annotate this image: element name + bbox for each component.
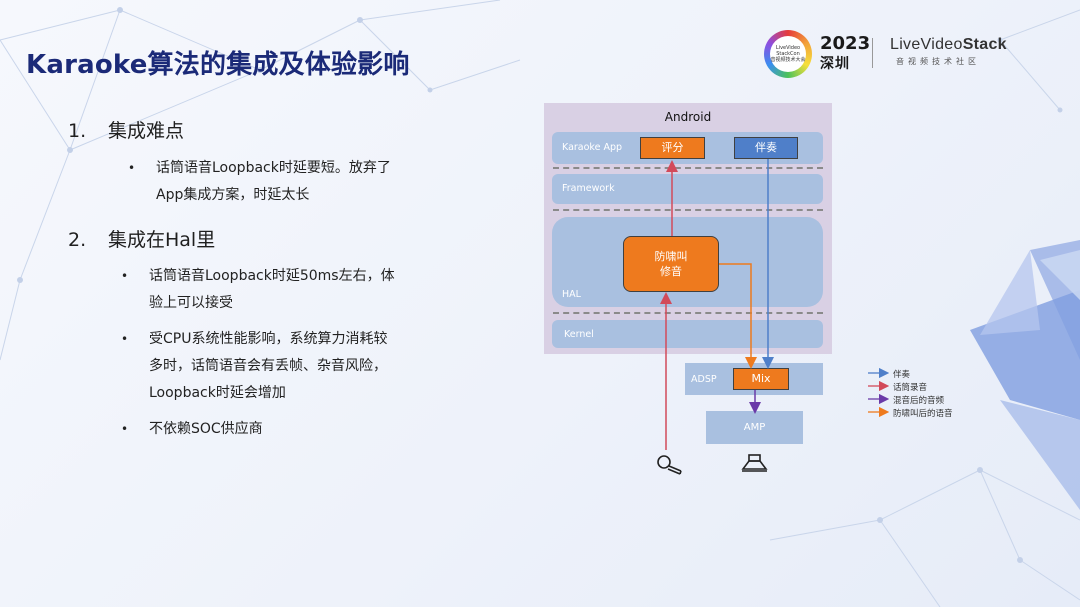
howl-box-line: 防啸叫 <box>654 250 688 263</box>
section-heading-2: 2. 集成在Hal里 <box>68 225 215 252</box>
bullet-item: • 不依赖SOC供应商 <box>121 416 263 443</box>
bullet-line: Loopback时延会增加 <box>149 385 286 401</box>
logo-badge-line: LiveVideo <box>775 45 801 51</box>
legend-label: 混音后的音频 <box>893 396 945 406</box>
layer-divider <box>553 167 823 169</box>
hal-to-mix-arrow <box>719 263 757 369</box>
layer-divider <box>553 312 823 314</box>
android-label: Android <box>664 110 712 124</box>
bullet-line: 话筒语音Loopback时延50ms左右，体 <box>149 268 395 284</box>
logo-badge-line: 音视频技术大会 <box>770 57 806 63</box>
logo-year: 2023 <box>820 33 871 54</box>
brand-subtitle: 音视频技术社区 <box>896 57 980 66</box>
bullet-dot: • <box>121 269 129 283</box>
section-title: 集成难点 <box>108 120 185 142</box>
legend-label: 防啸叫后的语音 <box>893 409 953 419</box>
layer-kernel <box>552 320 823 348</box>
bullet-line: 多时，话筒语音会有丢帧、杂音风险， <box>149 358 387 374</box>
brand-logo: LiveVideoStack <box>890 36 1007 54</box>
howl-suppression-box: 防啸叫 修音 <box>623 236 719 292</box>
layer-label-kernel: Kernel <box>564 329 594 340</box>
layer-label-framework: Framework <box>562 183 615 194</box>
bullet-line: App集成方案，时延太长 <box>156 187 310 203</box>
bullet-dot: • <box>121 332 129 346</box>
page-title: Karaoke算法的集成及体验影响 <box>26 50 410 80</box>
bullet-item: • 话筒语音Loopback时延50ms左右，体 验上可以接受 <box>121 263 395 317</box>
logo-separator <box>872 38 873 68</box>
bullet-line: 受CPU系统性能影响，系统算力消耗较 <box>149 331 388 347</box>
howl-box-line: 修音 <box>660 265 682 278</box>
speaker-icon <box>741 454 768 472</box>
section-title: 集成在Hal里 <box>108 229 216 251</box>
amp-box: AMP <box>706 411 803 444</box>
score-box: 评分 <box>640 137 705 159</box>
legend-label: 伴奏 <box>893 370 911 380</box>
accompany-box: 伴奏 <box>734 137 798 159</box>
mix-box: Mix <box>733 368 789 390</box>
logo-city: 深圳 <box>820 56 850 72</box>
section-number: 2. <box>68 229 87 251</box>
conference-logo: LiveVideo StackCon 音视频技术大会 <box>764 30 812 78</box>
bullet-line: 不依赖SOC供应商 <box>149 421 263 437</box>
legend-label: 话筒录音 <box>893 383 928 393</box>
layer-framework <box>552 174 823 204</box>
brand-suffix: Stack <box>962 36 1007 53</box>
layer-label-adsp: ADSP <box>691 374 717 385</box>
layer-divider <box>553 209 823 211</box>
section-heading-1: 1. 集成难点 <box>68 116 184 143</box>
microphone-icon <box>657 455 682 475</box>
layer-label-hal: HAL <box>562 289 581 300</box>
brand-prefix: LiveVideo <box>890 36 963 53</box>
bullet-dot: • <box>121 422 129 436</box>
bullet-line: 验上可以接受 <box>149 295 233 311</box>
bullet-line: 话筒语音Loopback时延要短。放弃了 <box>156 160 391 176</box>
bullet-item: • 话筒语音Loopback时延要短。放弃了 App集成方案，时延太长 <box>128 155 391 209</box>
bullet-item: • 受CPU系统性能影响，系统算力消耗较 多时，话筒语音会有丢帧、杂音风险， L… <box>121 326 388 407</box>
layer-label-app: Karaoke App <box>562 142 623 153</box>
logo-badge-line: StackCon <box>776 51 800 57</box>
section-number: 1. <box>68 120 87 142</box>
bullet-dot: • <box>128 161 136 175</box>
